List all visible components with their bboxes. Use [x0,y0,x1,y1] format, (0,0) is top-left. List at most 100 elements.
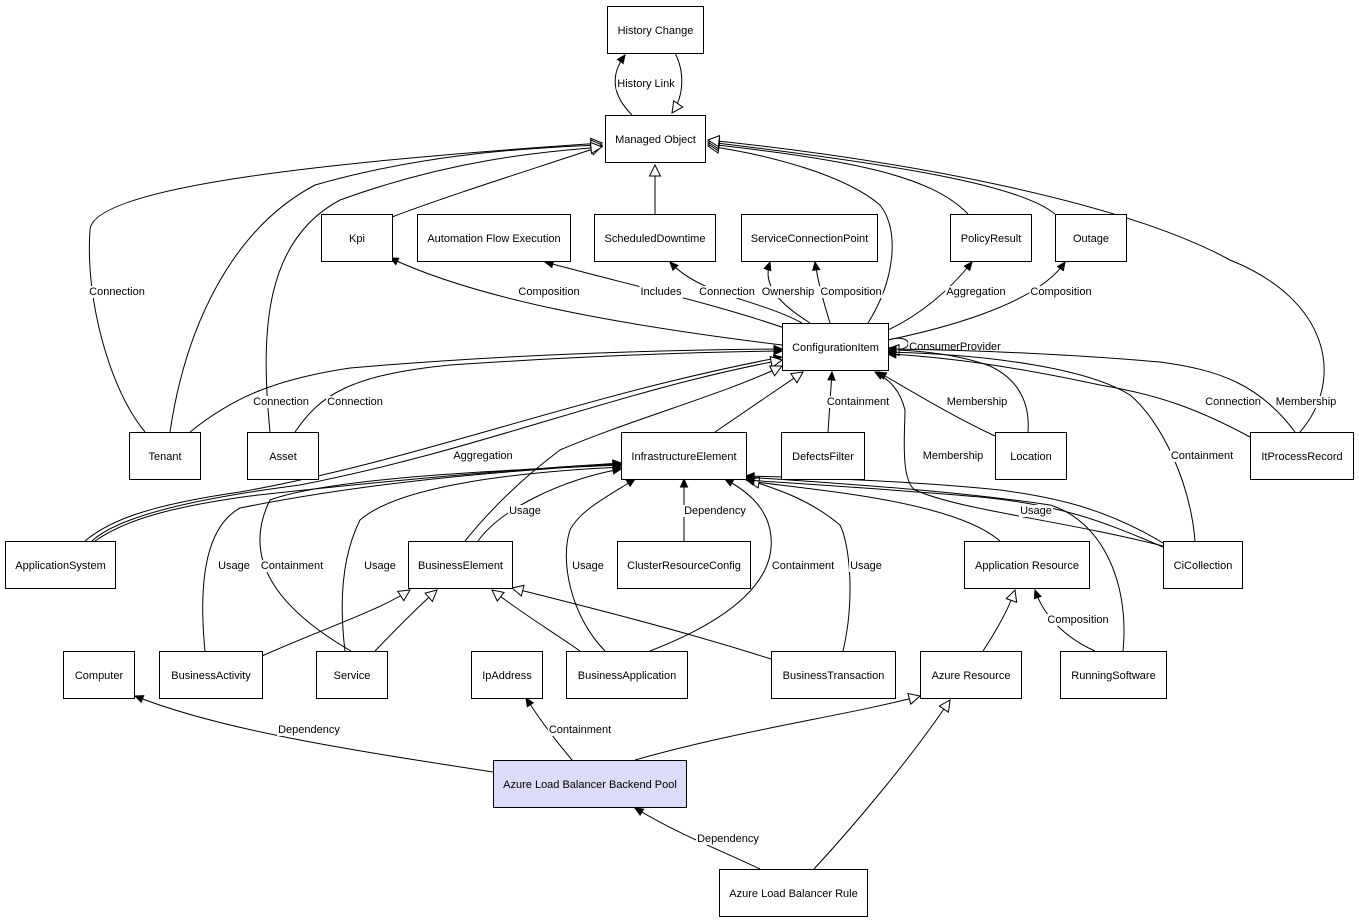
edge-cluster-resource-config-to-infrastructure-element: Dependency [679,477,748,541]
node-it-process-record[interactable]: ItProcessRecord [1250,432,1354,480]
edge-label: Usage [850,560,882,572]
node-label: InfrastructureElement [631,451,736,463]
edge-line [745,476,1125,652]
node-label: RunningSoftware [1071,670,1155,682]
node-cluster-resource-config[interactable]: ClusterResourceConfig [617,541,751,589]
node-defects-filter[interactable]: DefectsFilter [781,432,865,480]
edge-label-background [945,286,1007,298]
edge-label: Usage [218,560,250,572]
inheritance-arrowhead [510,584,525,597]
edge-label-background [1169,450,1235,462]
edge-azure-lb-backend-pool-to-azure-resource [634,692,922,761]
edge-line [84,356,783,542]
node-asset[interactable]: Asset [247,432,319,480]
node-label: PolicyResult [961,233,1022,245]
edge-label-background [1046,614,1110,626]
inheritance-arrowhead [648,163,662,177]
edge-azure-lb-backend-pool-to-ip-address: Containment [525,696,613,761]
inheritance-arrowhead [706,134,721,148]
node-azure-lb-backend-pool[interactable]: Azure Load Balancer Backend Pool [493,760,687,808]
node-configuration-item[interactable]: ConfigurationItem [782,323,889,371]
node-ip-address[interactable]: IpAddress [471,651,543,699]
node-box [1055,214,1127,262]
edge-label: History Link [617,78,675,90]
relation-arrowhead [525,696,535,708]
edge-line [511,587,772,660]
node-label: CiCollection [1174,560,1233,572]
edge-label: Connection [253,396,309,408]
edge-label-background [1204,396,1262,408]
node-running-software[interactable]: RunningSoftware [1060,651,1167,699]
edge-label-background [508,505,542,517]
edge-label: Membership [1276,396,1337,408]
node-label: Managed Object [615,134,696,146]
node-business-transaction[interactable]: BusinessTransaction [771,651,896,699]
edge-it-process-record-to-managed-object [706,134,1325,433]
node-infrastructure-element[interactable]: InfrastructureElement [621,432,747,480]
edge-line [887,261,973,331]
edge-line [707,139,1325,433]
edge-label-background [547,724,613,736]
relation-arrowhead [773,346,784,356]
edge-business-transaction-to-infrastructure-element: Usage [744,477,883,652]
node-label: IpAddress [482,670,532,682]
node-history-change[interactable]: History Change [607,6,704,54]
node-box [1250,432,1354,480]
node-box [159,651,263,699]
node-label: Automation Flow Execution [427,233,560,245]
edge-tenant-to-configuration-item: Connection [189,344,784,433]
node-label: History Change [618,25,694,37]
node-location[interactable]: Location [995,432,1067,480]
node-scheduled-downtime[interactable]: ScheduledDowntime [594,214,716,262]
node-policy-result[interactable]: PolicyResult [950,214,1032,262]
edge-line [887,348,1296,433]
relation-arrowhead [886,344,897,354]
inheritance-arrowhead [789,371,804,384]
edge-asset-to-managed-object [265,141,604,433]
node-azure-lb-rule[interactable]: Azure Load Balancer Rule [719,869,868,917]
node-azure-resource[interactable]: Azure Resource [920,651,1022,699]
edge-line [202,463,622,652]
edge-line [189,348,783,433]
node-ci-collection[interactable]: CiCollection [1163,541,1243,589]
node-label: ScheduledDowntime [605,233,706,245]
node-service-connection-point[interactable]: ServiceConnectionPoint [741,214,878,262]
edge-label: Containment [772,560,834,572]
node-automation-flow-execution[interactable]: Automation Flow Execution [417,214,571,262]
node-business-activity[interactable]: BusinessActivity [159,651,263,699]
edge-configuration-item-to-kpi: Composition [388,257,783,346]
edge-line [634,695,921,761]
edge-label: Aggregation [946,286,1005,298]
node-box [493,760,687,808]
edge-label: Usage [509,505,541,517]
edge-ci-collection-to-configuration-item: Membership [873,371,1164,547]
node-box [741,214,878,262]
edge-running-software-to-application-resource: Composition [1033,588,1110,652]
edge-line [877,371,996,437]
edge-kpi-to-managed-object [391,143,604,218]
node-business-application[interactable]: BusinessApplication [566,651,688,699]
edge-line [491,589,581,652]
node-box [1163,541,1243,589]
edge-label: Containment [827,396,889,408]
edge-label: Ownership [762,286,815,298]
node-kpi[interactable]: Kpi [321,214,393,262]
inheritance-arrowhead [768,365,784,377]
edge-service-to-business-element [374,589,438,652]
node-box [964,541,1090,589]
inheritance-arrowhead [491,589,505,603]
node-application-system[interactable]: ApplicationSystem [5,541,116,589]
node-box [605,115,706,163]
edge-line [1034,589,1096,652]
node-business-element[interactable]: BusinessElement [408,541,513,589]
node-managed-object[interactable]: Managed Object [605,115,706,163]
node-application-resource[interactable]: Application Resource [964,541,1090,589]
node-label: Azure Load Balancer Backend Pool [503,779,677,791]
edge-history-change-to-managed-object [671,52,684,114]
node-computer[interactable]: Computer [63,651,135,699]
node-service[interactable]: Service [316,651,388,699]
node-tenant[interactable]: Tenant [129,432,201,480]
node-outage[interactable]: Outage [1055,214,1127,262]
edge-business-element-to-configuration-item [464,365,784,542]
